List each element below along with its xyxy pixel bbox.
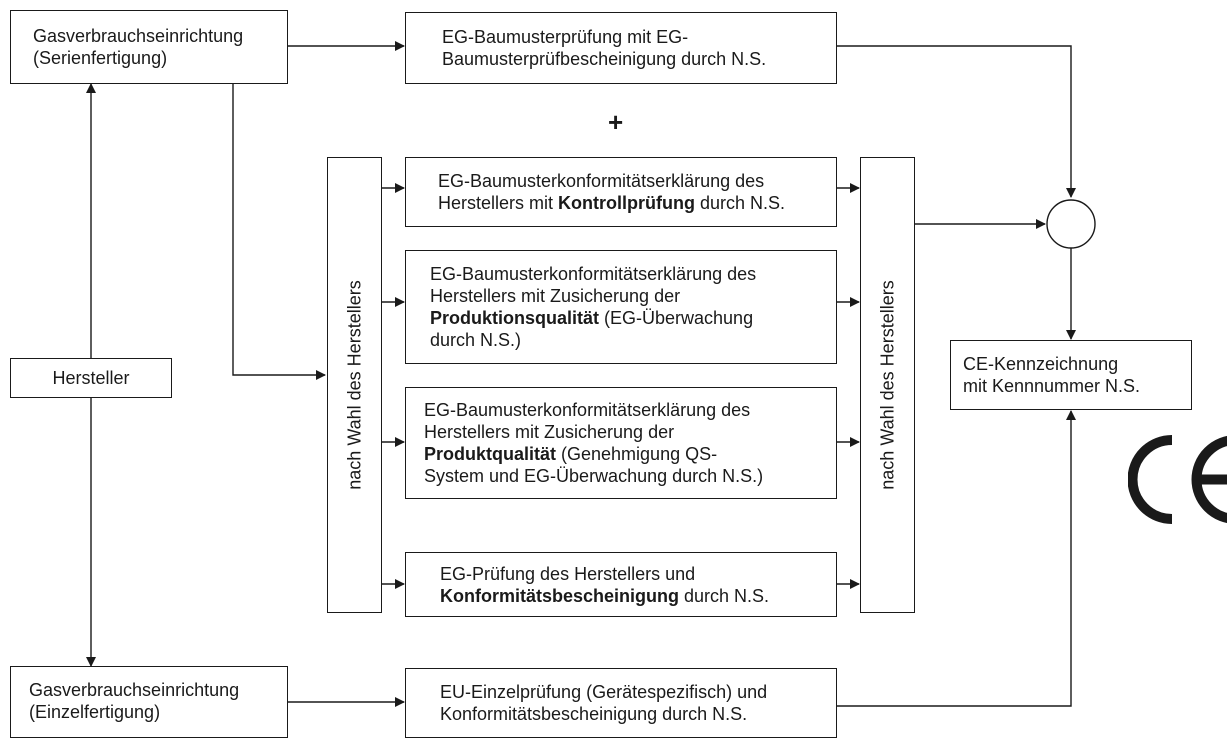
connector-baumuster-to-circle [837,45,1076,198]
box-gas-serien-line2: (Serienfertigung) [33,48,168,68]
box-eu-einzel-line1: EU-Einzelprüfung (Gerätespezifisch) und [440,682,768,702]
box-produktion-line4: durch N.S.) [430,330,522,350]
selector-left-label: nach Wahl des Herstellers [344,280,364,490]
box-produkt-line3: Produktqualität (Genehmigung QS- [424,443,836,465]
box-produktion-line3-bold: Produktionsqualität [430,308,600,328]
box-kontroll-line2-bold: Kontrollprüfung [558,193,695,213]
box-ce-line2: mit Kennnummer N.S. [963,376,1141,396]
box-produkt-line4: System und EG-Überwachung durch N.S.) [424,466,764,486]
box-gas-serien-line1: Gasverbrauchseinrichtung [33,26,244,46]
box-produktion: EG-Baumusterkonformitätserklärung des He… [405,250,837,364]
box-pruefung-line1: EG-Prüfung des Herstellers und [440,563,696,584]
box-ce-kennzeichnung: CE-Kennzeichnung mit Kennnummer N.S. [950,340,1192,410]
box-gas-einzel-line2: (Einzelfertigung) [29,702,161,722]
box-kontroll: EG-Baumusterkonformitätserklärung des He… [405,157,837,227]
box-produktion-line3: Produktionsqualität (EG-Überwachung [430,307,836,329]
box-eu-einzel-line2: Konformitätsbescheinigung durch N.S. [440,704,748,724]
box-hersteller-label: Hersteller [52,368,130,388]
box-kontroll-line1: EG-Baumusterkonformitätserklärung des [438,171,765,191]
box-gas-einzel: Gasverbrauchseinrichtung (Einzelfertigun… [10,666,288,738]
selector-right-label: nach Wahl des Herstellers [877,280,897,490]
box-kontroll-line2: Herstellers mit Kontrollprüfung durch N.… [438,192,836,214]
plus-sign: + [608,107,624,137]
connector-serien-to-selector [232,84,326,380]
box-produkt-line1: EG-Baumusterkonformitätserklärung des [424,400,751,420]
box-produkt-line3-bold: Produktqualität [424,444,557,464]
box-pruefung-line2-bold: Konformitätsbescheinigung [440,585,680,606]
box-produkt: EG-Baumusterkonformitätserklärung des He… [405,387,837,499]
box-baumuster-line1: EG-Baumusterprüfung mit EG- [442,27,689,47]
box-gas-einzel-line1: Gasverbrauchseinrichtung [29,680,240,700]
box-pruefung: EG-Prüfung des Herstellers und Konformit… [405,552,837,617]
connector-eu-to-ce [837,410,1076,707]
box-produktion-line2: Herstellers mit Zusicherung der [430,286,681,306]
box-pruefung-line2-rest: durch N.S. [679,585,770,606]
junction-circle [1046,199,1096,249]
box-produkt-line2: Herstellers mit Zusicherung der [424,422,675,442]
box-hersteller: Hersteller [10,358,172,398]
box-baumuster-line2: Baumusterprüfbescheinigung durch N.S. [442,49,767,69]
box-produktion-line1: EG-Baumusterkonformitätserklärung des [430,264,757,284]
box-produktion-line3-rest: (EG-Überwachung [599,308,754,328]
box-baumuster: EG-Baumusterprüfung mit EG- Baumusterprü… [405,12,837,84]
selector-left: nach Wahl des Herstellers [327,157,382,613]
box-pruefung-line2: Konformitätsbescheinigung durch N.S. [440,585,836,607]
box-eu-einzel: EU-Einzelprüfung (Gerätespezifisch) und … [405,668,837,738]
selector-right: nach Wahl des Herstellers [860,157,915,613]
box-kontroll-line2-a: Herstellers mit [438,193,559,213]
box-kontroll-line2-c: durch N.S. [694,193,786,213]
box-produkt-line3-rest: (Genehmigung QS- [556,444,718,464]
box-ce-line1: CE-Kennzeichnung [963,354,1119,374]
box-gas-serien: Gasverbrauchseinrichtung (Serienfertigun… [10,10,288,84]
ce-mark-logo [1128,435,1227,524]
